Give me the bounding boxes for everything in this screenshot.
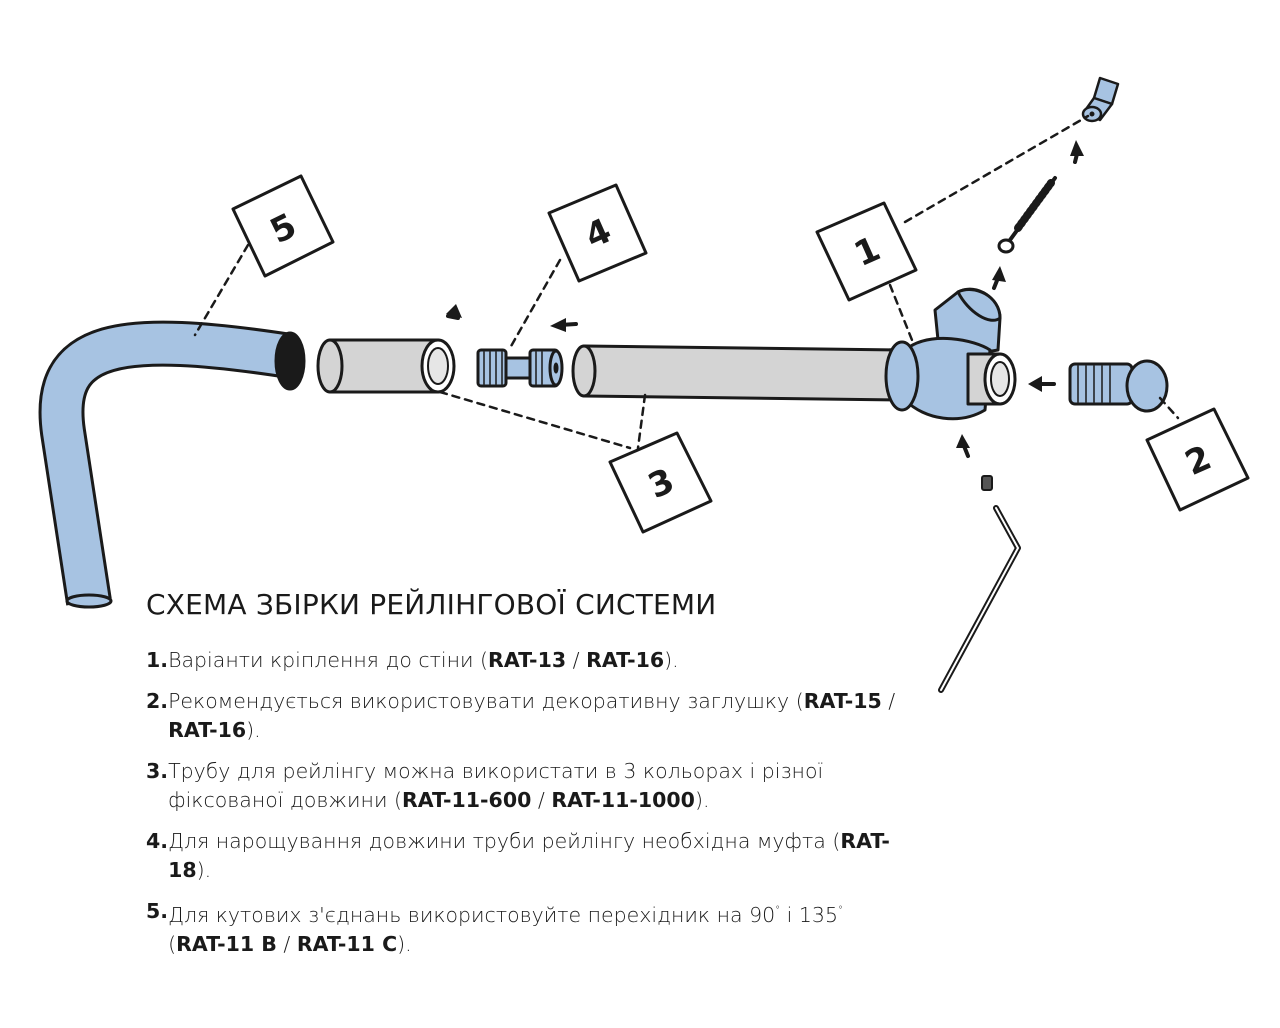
note-text: Для кутових з'єднань використовуйте пере… (168, 897, 906, 959)
note-number: 1. (146, 648, 169, 672)
note-text: Варіанти кріплення до стіни (RAT-13 / RA… (168, 646, 906, 675)
note-item: 2. Рекомендується використовувати декора… (146, 687, 906, 745)
degree-sign: ° (775, 905, 781, 916)
callout-box-1 (815, 201, 918, 302)
notes-list: 1. Варіанти кріплення до стіни (RAT-13 /… (146, 646, 906, 971)
callout-box-2 (1145, 407, 1250, 512)
note-text-part: / (566, 648, 587, 672)
screw (997, 176, 1057, 254)
note-text-part: Рекомендується використовувати декоратив… (168, 689, 804, 713)
product-code: RAT-11 C (296, 931, 398, 956)
product-code: RAT-15 (803, 689, 882, 713)
product-code: RAT-18 (168, 829, 890, 882)
note-number: 4. (146, 829, 169, 853)
note-text-part: / (531, 788, 552, 812)
note-text-part: ). (694, 788, 710, 812)
note-text-part: Варіанти кріплення до стіни ( (168, 648, 489, 672)
corner-tube (38, 320, 306, 609)
end-cap (1068, 359, 1169, 413)
note-text-part: і 135 (780, 902, 839, 927)
note-item: 4. Для нарощування довжини труби рейлінг… (146, 827, 906, 885)
note-text: Для нарощування довжини труби рейлінгу н… (168, 827, 906, 885)
note-text-part: / (881, 689, 896, 713)
note-text: Рекомендується використовувати декоратив… (168, 687, 906, 745)
note-text-part: ). (246, 718, 261, 742)
hex-key (938, 505, 1021, 693)
product-code: RAT-16 (168, 718, 247, 742)
note-text-part: ( (168, 931, 177, 956)
callout-box-4 (547, 183, 648, 283)
note-text-part: Для кутових з'єднань використовуйте пере… (168, 902, 776, 927)
long-tube (571, 344, 907, 402)
note-number: 5. (146, 899, 169, 923)
coupling (476, 348, 564, 388)
note-text-part: ). (397, 931, 412, 956)
note-text-part: Трубу для рейлінгу можна використати в 3… (168, 759, 824, 812)
callout-box-3 (608, 431, 713, 534)
wall-bracket (884, 287, 1017, 421)
assembly-arrows (446, 140, 1084, 458)
note-number: 3. (146, 759, 169, 783)
note-item: 3. Трубу для рейлінгу можна використати … (146, 757, 906, 815)
note-text: Трубу для рейлінгу можна використати в 3… (168, 757, 906, 815)
product-code: RAT-13 (488, 648, 567, 672)
note-text-part: / (276, 931, 297, 956)
note-item: 1. Варіанти кріплення до стіни (RAT-13 /… (146, 646, 906, 675)
leader-lines (193, 114, 1180, 450)
note-text-part: ). (664, 648, 679, 672)
wall-anchor (1081, 76, 1120, 123)
note-number: 2. (146, 689, 169, 713)
note-text-part: ). (196, 858, 212, 882)
page-title: СХЕМА ЗБІРКИ РЕЙЛІНГОВОЇ СИСТЕМИ (146, 588, 717, 621)
note-text-part: Для нарощування довжини труби рейлінгу н… (168, 829, 841, 853)
product-code: RAT-16 (586, 648, 665, 672)
set-screw (981, 475, 993, 491)
product-code: RAT-11 B (176, 931, 277, 956)
product-code: RAT-11-1000 (551, 788, 695, 812)
callout-box-5 (231, 174, 335, 278)
degree-sign: ° (838, 905, 844, 916)
note-item: 5. Для кутових з'єднань використовуйте п… (146, 897, 906, 959)
product-code: RAT-11-600 (401, 788, 532, 812)
short-tube (316, 338, 456, 394)
